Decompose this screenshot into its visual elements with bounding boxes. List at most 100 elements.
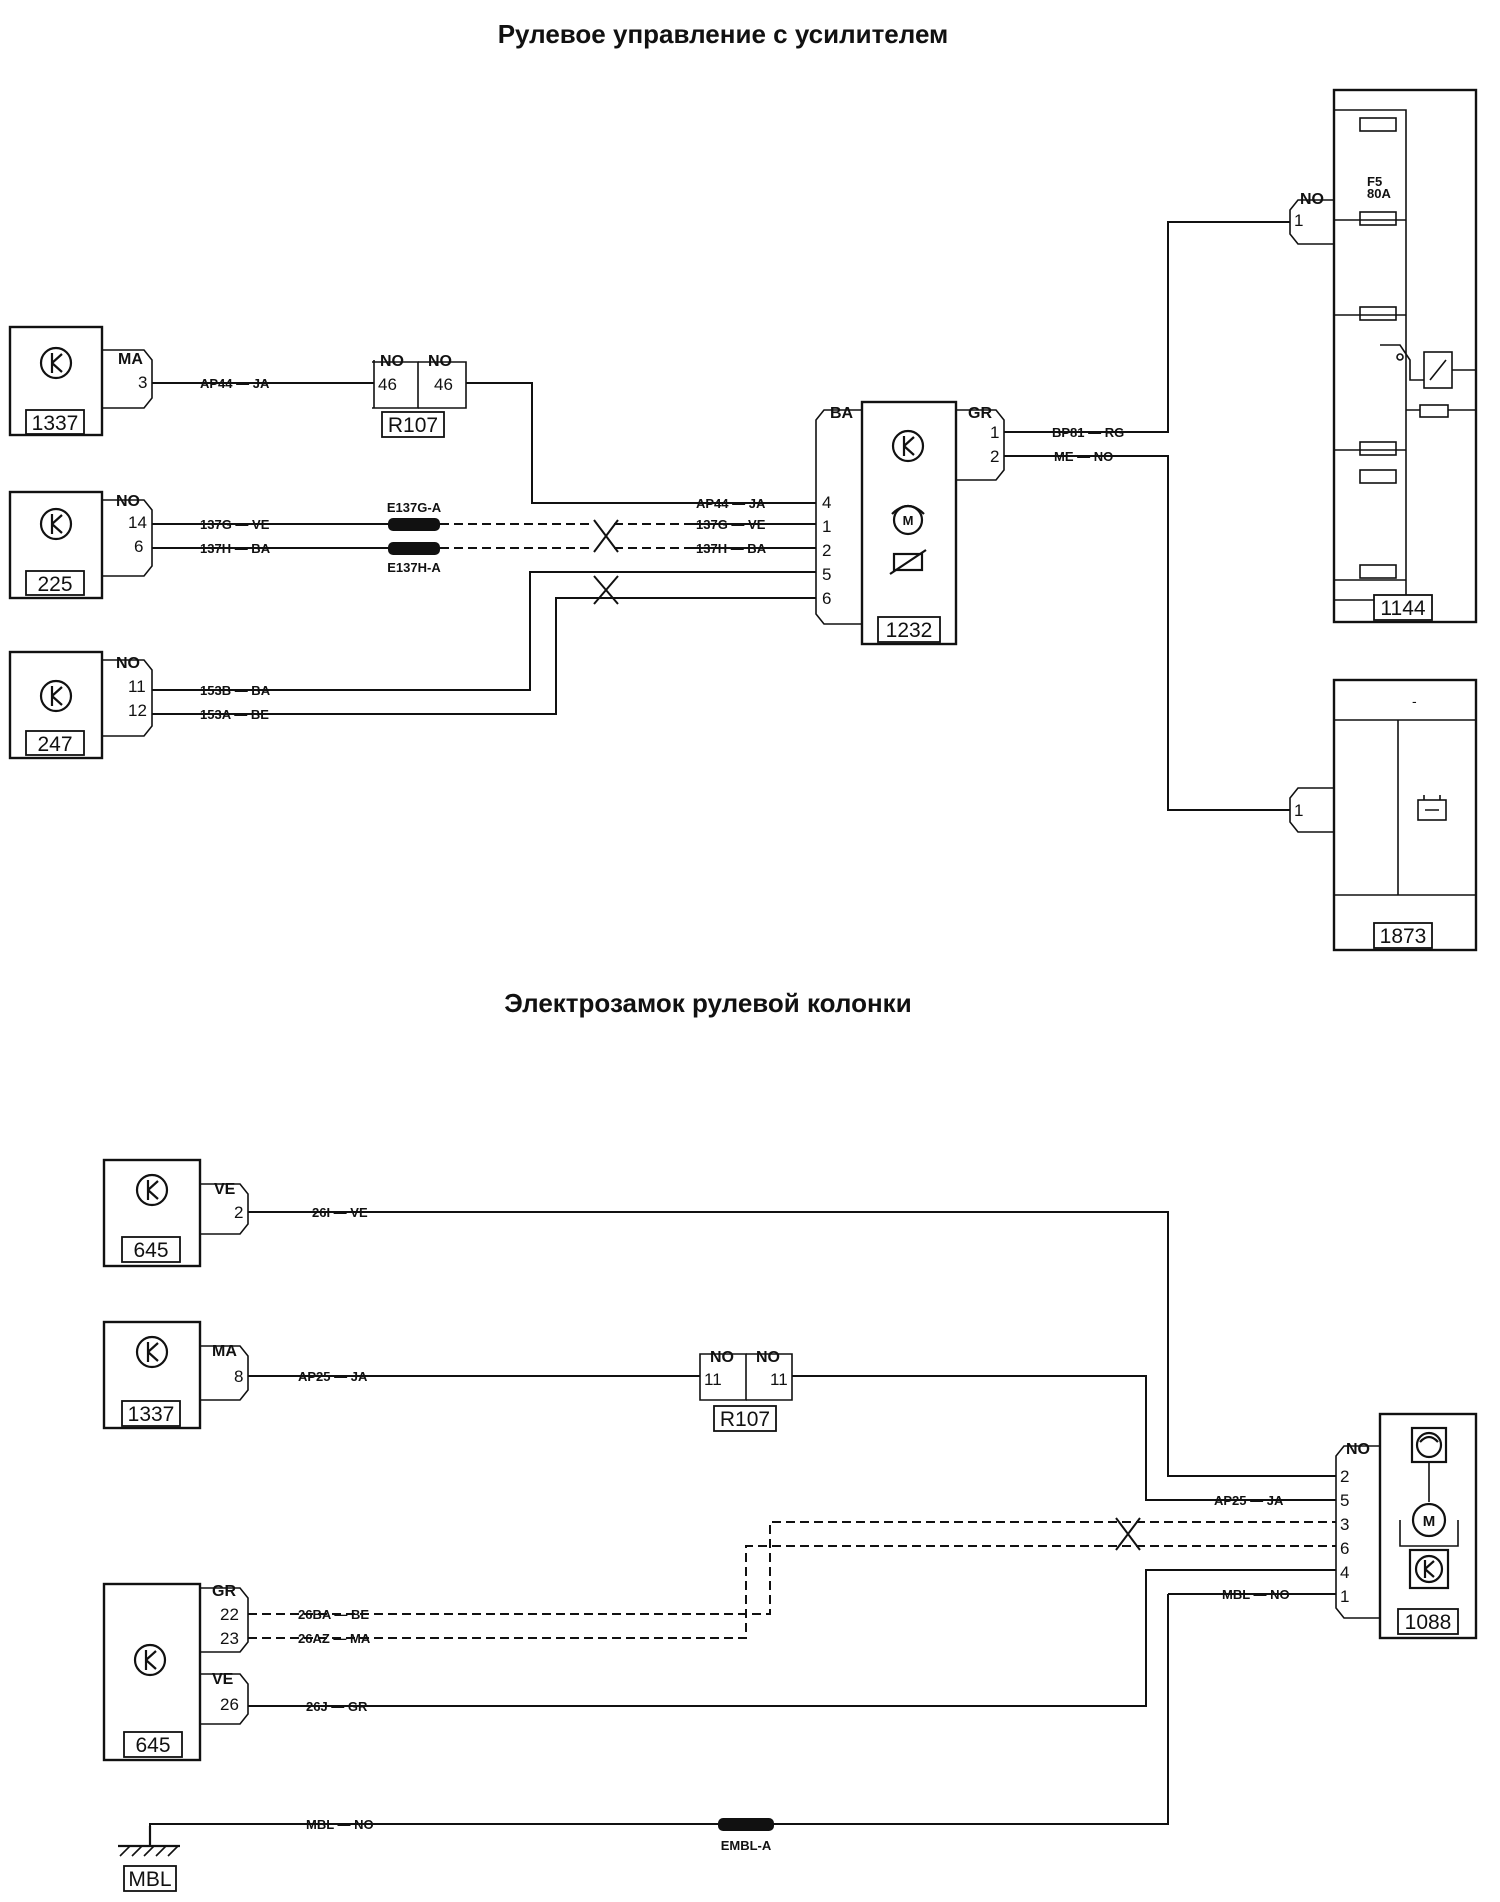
ecu-icon (39, 507, 73, 541)
title-steering-lock: Электрозамок рулевой колонки (504, 988, 911, 1018)
connector-color: MA (212, 1343, 237, 1360)
pin-number: 1 (990, 423, 999, 442)
connector-color: NO (756, 1349, 780, 1366)
pin-number: 3 (1340, 1515, 1349, 1534)
pin-number: 5 (1340, 1491, 1349, 1510)
svg-text:M: M (1423, 1513, 1436, 1530)
component-number: 1088 (1405, 1611, 1452, 1634)
svg-text:137H — BA: 137H — BA (696, 541, 767, 556)
svg-text:E137H-A: E137H-A (387, 560, 441, 575)
ecu-icon (1408, 1548, 1450, 1590)
pin-number: 2 (234, 1203, 243, 1222)
pin-number: 23 (220, 1629, 239, 1648)
component-number: 645 (133, 1239, 168, 1262)
motor-icon: M (1399, 1502, 1459, 1547)
connector-color: MA (118, 351, 143, 368)
pin-number: 46 (378, 375, 397, 394)
svg-text:EMBL-A: EMBL-A (721, 1838, 772, 1853)
connector-color: NO (710, 1349, 734, 1366)
component-1337-bottom: 1337 MA 8 (102, 1320, 249, 1430)
component-1088: M 1088 NO 2 5 3 6 4 1 (1335, 1412, 1478, 1640)
svg-text:26I — VE: 26I — VE (312, 1205, 368, 1220)
pin-number: 2 (822, 541, 831, 560)
pin-number: 4 (822, 493, 831, 512)
component-645-lower: 645 GR 22 23 VE 26 (102, 1582, 249, 1762)
svg-text:26BA — BE: 26BA — BE (298, 1607, 369, 1622)
component-number: 645 (135, 1734, 170, 1757)
component-225: 225 NO 14 6 (8, 490, 153, 600)
pin-number: 2 (1340, 1467, 1349, 1486)
pin-number: 1 (1340, 1587, 1349, 1606)
pin-number: 4 (1340, 1563, 1349, 1582)
fuse-name: F5 (1367, 174, 1382, 189)
component-number: R107 (720, 1408, 770, 1431)
svg-text:BP81 — RG: BP81 — RG (1052, 425, 1124, 440)
svg-text:153B — BA: 153B — BA (200, 683, 271, 698)
connector-r107-bottom: NO NO 11 11 R107 (699, 1349, 793, 1432)
svg-text:153A — BE: 153A — BE (200, 707, 269, 722)
pin-number: 8 (234, 1367, 243, 1386)
motor-icon: M (891, 504, 925, 536)
connector-color: NO (116, 655, 140, 672)
component-number: 1232 (886, 619, 933, 642)
svg-text:AP25 — JA: AP25 — JA (298, 1369, 368, 1384)
svg-text:MBL — NO: MBL — NO (1222, 1587, 1290, 1602)
splice-embl: EMBL-A (718, 1818, 774, 1853)
component-1232: M 1232 BA 4 1 2 5 6 GR 1 2 (815, 400, 1005, 646)
component-number: 225 (37, 573, 72, 596)
ecu-icon (133, 1643, 167, 1677)
connector-color: NO (380, 353, 404, 370)
svg-text:137G — VE: 137G — VE (696, 517, 766, 532)
component-number: 247 (37, 733, 72, 756)
svg-text:ME — NO: ME — NO (1054, 449, 1113, 464)
connector-color: GR (968, 405, 992, 422)
pin-number: 2 (990, 447, 999, 466)
splice-e137g: E137G-A (387, 500, 442, 531)
component-1337-top: 1337 MA 3 (8, 325, 153, 437)
svg-text:MBL — NO: MBL — NO (306, 1817, 374, 1832)
ecu-icon (135, 1335, 169, 1369)
component-number: 1873 (1380, 925, 1427, 948)
connector-color: GR (212, 1583, 236, 1600)
pin-number: 6 (134, 537, 143, 556)
ecu-icon (39, 346, 73, 380)
component-number: 1337 (32, 412, 79, 435)
pin-number: 12 (128, 701, 147, 720)
connector-color: NO (428, 353, 452, 370)
connector-color: NO (116, 493, 140, 510)
component-1144: F5 80A 1144 NO 1 (1289, 88, 1478, 624)
sensor-icon (889, 549, 927, 575)
relay-icon (1380, 344, 1476, 418)
component-number: R107 (388, 414, 438, 437)
svg-text:26J — GR: 26J — GR (306, 1699, 368, 1714)
pin-number: 3 (138, 373, 147, 392)
connector-color: VE (212, 1671, 234, 1688)
pin-number: 11 (128, 677, 146, 696)
svg-text:AP44 — JA: AP44 — JA (696, 496, 766, 511)
svg-text:137H — BA: 137H — BA (200, 541, 271, 556)
svg-text:E137G-A: E137G-A (387, 500, 442, 515)
component-number: 1337 (128, 1403, 175, 1426)
svg-text:26AZ — MA: 26AZ — MA (298, 1631, 371, 1646)
connector-color: BA (830, 405, 854, 422)
ground-mbl: MBL (118, 1826, 180, 1892)
battery-icon (1417, 795, 1447, 821)
pin-number: 26 (220, 1695, 239, 1714)
component-number: 1144 (1380, 597, 1425, 620)
pin-number: 11 (770, 1370, 788, 1389)
ecu-icon (891, 429, 925, 463)
svg-text:137G — VE: 137G — VE (200, 517, 270, 532)
ecu-icon (39, 679, 73, 713)
fuse-icon (1359, 117, 1397, 579)
connector-color: VE (214, 1181, 236, 1198)
pin-number: 5 (822, 565, 831, 584)
svg-text:M: M (903, 513, 914, 528)
component-number: MBL (128, 1868, 171, 1891)
pin-number: 6 (1340, 1539, 1349, 1558)
svg-text:AP44 — JA: AP44 — JA (200, 376, 270, 391)
pin-number: 46 (434, 375, 453, 394)
pin-number: 22 (220, 1605, 239, 1624)
component-247: 247 NO 11 12 (8, 650, 153, 760)
ecu-icon (135, 1173, 169, 1207)
